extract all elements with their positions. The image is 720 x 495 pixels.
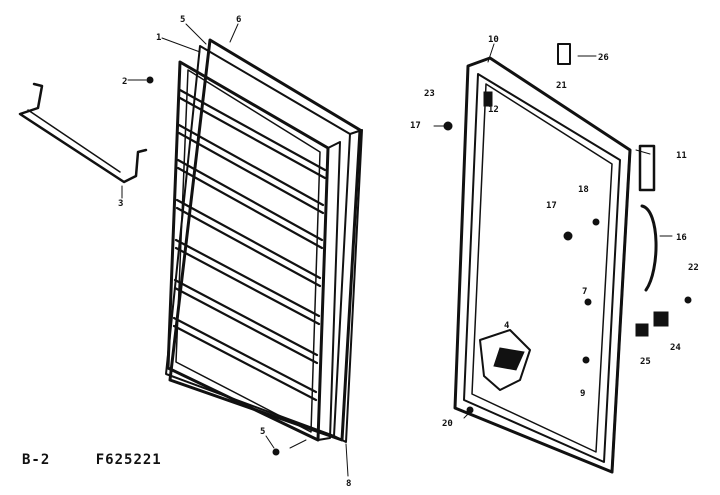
hinge-block (483, 91, 493, 107)
callout: 9 (580, 389, 585, 399)
callout: 7 (582, 287, 587, 297)
screw-icon (272, 448, 280, 456)
callout: 24 (670, 343, 681, 353)
callout: 4 (504, 321, 510, 331)
callout-labels: 1 5 6 2 3 5 8 10 26 21 23 12 17 18 17 11… (118, 15, 699, 489)
callout: 18 (578, 185, 589, 195)
callout: 17 (410, 121, 421, 131)
screw-icon (563, 231, 573, 241)
screw-icon (584, 298, 592, 306)
callout: 23 (424, 89, 435, 99)
screw-icon (146, 76, 154, 84)
screw-icon (684, 296, 692, 304)
hinge-pin (653, 311, 669, 327)
hinge-cap (635, 323, 649, 337)
callout: 25 (640, 357, 651, 367)
handle-trim (638, 144, 656, 192)
callout: 3 (118, 199, 123, 209)
callout: 2 (122, 77, 127, 87)
callout: 8 (346, 479, 351, 489)
callout: 21 (556, 81, 567, 91)
callout: 12 (488, 105, 499, 115)
callout: 26 (598, 53, 609, 63)
section-label: B-2 (22, 452, 51, 468)
screw-icon (443, 121, 453, 131)
callout: 22 (688, 263, 699, 273)
screw-icon (582, 356, 590, 364)
callout: 5 (180, 15, 185, 25)
drawing-caption: B-2 F625221 (22, 452, 162, 468)
callout: 5 (260, 427, 265, 437)
door-liner-assembly (165, 38, 363, 443)
callout: 6 (236, 15, 241, 25)
screw-icon (592, 218, 600, 226)
hinge-icon (557, 43, 571, 65)
callout: 10 (488, 35, 499, 45)
liner-shelves (172, 88, 327, 402)
shelf-bracket (18, 82, 148, 199)
callout: 16 (676, 233, 687, 243)
callout: 20 (442, 419, 453, 429)
door-handle (640, 204, 658, 292)
callout: 11 (676, 151, 687, 161)
callout: 1 (156, 33, 161, 43)
drawing-number: F625221 (95, 452, 162, 468)
insulation-patch (479, 329, 531, 391)
door-outer-assembly (443, 43, 692, 474)
screw-icon (466, 406, 474, 414)
callout: 17 (546, 201, 557, 211)
